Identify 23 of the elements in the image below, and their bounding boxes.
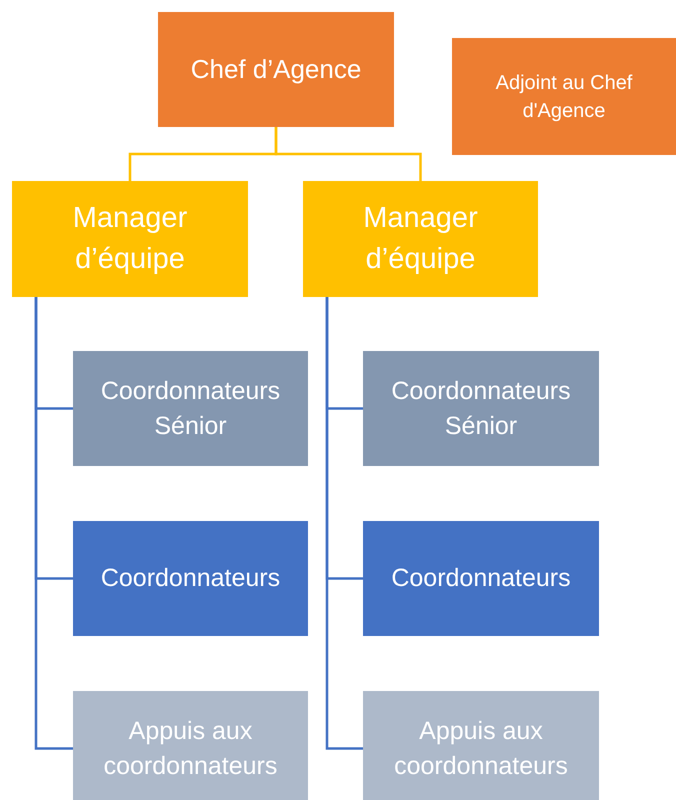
role-title: Appuis aux coordonnateurs [102,716,278,782]
role-title: Coordonnateurs Sénior [390,376,572,442]
role-box [73,521,308,636]
role-title: Chef d’Agence [190,53,362,86]
role-box [363,691,599,800]
connector-line [274,127,422,181]
connector-line [326,297,363,750]
role-title: Coordonnateurs [391,563,571,594]
role-title: Adjoint au Chef d'Agence [494,70,634,124]
role-title: Manager d’équipe [72,201,188,277]
role-title: Coordonnateurs Sénior [100,376,282,442]
deputy-box [452,38,676,155]
role-title: Appuis aux coordonnateurs [393,716,569,782]
role-box [73,691,308,800]
chief-box [158,12,394,127]
role-box [73,351,308,466]
manager-box [12,181,248,297]
role-box [363,521,599,636]
role-box [363,351,599,466]
role-title: Coordonnateurs [100,563,280,594]
role-title: Manager d’équipe [362,201,479,277]
manager-box [303,181,538,297]
connector-line [34,297,73,750]
